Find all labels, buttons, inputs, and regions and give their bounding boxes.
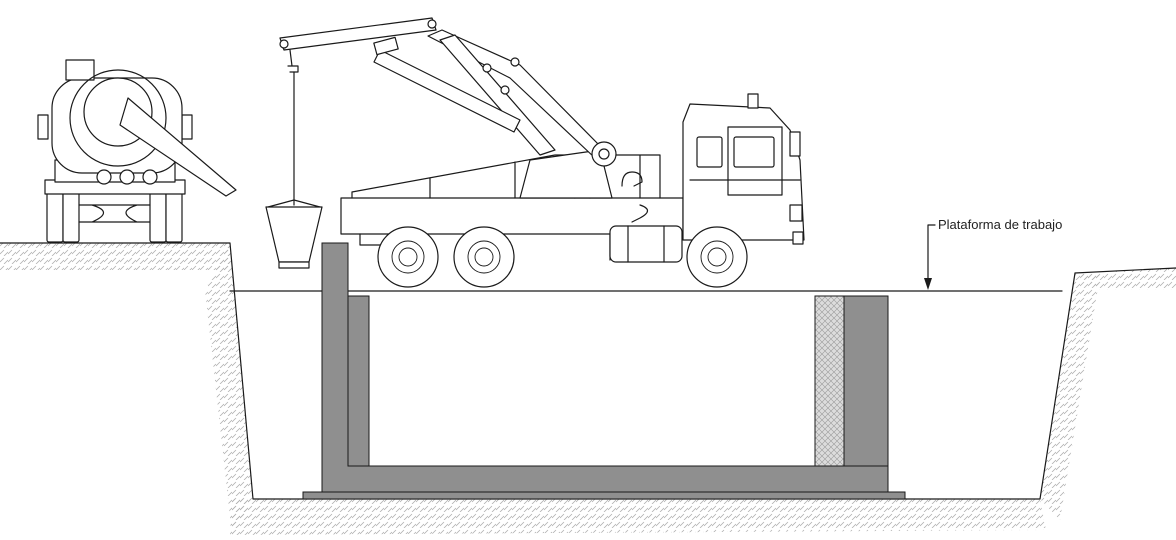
crane-pivot-inner [598,148,610,160]
boom-hook [287,49,299,73]
ground-profile-line [0,242,1176,500]
tanker-wheel-left-1 [46,187,64,243]
fuel-tank-bands [627,225,665,263]
deck-hook [621,171,649,223]
concrete-tank-section [302,242,906,500]
tanker-valve-1 [96,169,112,185]
tanker-light-right [181,114,193,140]
tank-right-wall [843,295,889,467]
fuel-tank [609,225,683,263]
bucket-body [265,206,323,263]
platform-label: Plataforma de trabajo [938,217,1062,232]
cab-roof-beacon [747,93,759,109]
tanker-wheel-right-1 [149,187,167,243]
cab-step [789,204,803,222]
soil-hatch-right-surface [1075,268,1176,290]
tanker-discharge-chute [119,97,237,197]
soil-hatch-left-surface [0,243,230,270]
tanker-light-left [37,114,49,140]
concrete-bucket [265,71,323,269]
truck-wheel-3 [686,226,748,288]
cab-window-door [733,136,775,168]
annotation-leader [927,224,936,281]
arrow-down-icon [924,278,932,290]
insulation-layer-right [814,295,845,467]
boom-pin-1 [482,63,492,73]
boom-pin-3 [510,57,520,67]
tanker-valve-3 [142,169,158,185]
truck-wheel-2 [453,226,515,288]
cab-headlight [792,231,804,245]
soil-hatch-right-slope [1040,273,1100,520]
truck-wheel-1 [377,226,439,288]
bucket-rigging [267,199,321,208]
tanker-valve-2 [119,169,135,185]
cab-mirror [789,131,801,157]
cylinder-cap [373,36,399,56]
boom-tip-pin [279,39,289,49]
crane-truck [279,17,805,288]
tanker-wheel-right-2 [165,187,183,243]
crane-main-boom [279,17,437,51]
hydraulic-cylinder [373,49,521,133]
platform-annotation: Plataforma de trabajo [924,217,1062,290]
tanker-wheel-left-2 [62,187,80,243]
foundation-slab [302,491,906,500]
soil-hatch-left-slope [205,243,253,535]
inner-lining-left [347,295,370,467]
cab-window-rear [696,136,723,168]
tanker-axle [78,204,151,223]
excavation-pit [0,242,1176,535]
tanker-tank-outer-ring [69,69,167,167]
tanker-hatch [65,59,95,81]
bucket-outlet [278,261,310,269]
tanker-truck [37,59,237,243]
soil-hatch-bottom [230,499,1046,535]
boom-pin-2 [500,85,510,95]
truck-cab [682,103,805,241]
cab-door-outline [689,126,801,196]
boom-root-pin [427,19,437,29]
